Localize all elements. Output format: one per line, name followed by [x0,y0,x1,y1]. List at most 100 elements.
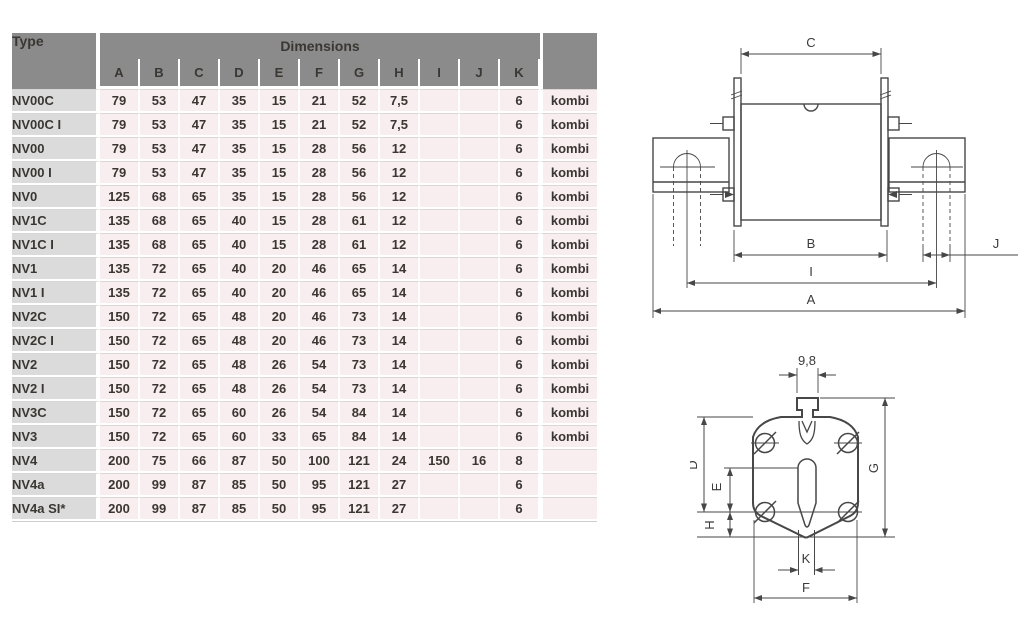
grip-notch [803,103,819,112]
dim-cell-H: 12 [380,233,420,257]
dim-cell-J [460,473,500,497]
dim-cell-C: 65 [180,233,220,257]
dim-cell-A: 200 [100,473,140,497]
dim-cell-F: 46 [300,257,340,281]
dim-label-D: D [690,460,700,469]
kombi-cell [540,497,597,521]
dim-cell-G: 73 [340,353,380,377]
dim-cell-H: 7,5 [380,89,420,113]
dim-cell-B: 53 [140,89,180,113]
dim-cell-A: 200 [100,449,140,473]
dim-cell-G: 65 [340,281,380,305]
dim-cell-B: 53 [140,137,180,161]
dim-cell-I [420,161,460,185]
dim-cell-F: 65 [300,425,340,449]
dim-cell-F: 28 [300,233,340,257]
dim-label-B: B [807,236,816,251]
dim-cell-I [420,473,460,497]
dim-cell-F: 54 [300,401,340,425]
dim-cell-G: 52 [340,113,380,137]
dim-label-I: I [809,264,813,279]
dim-cell-B: 68 [140,185,180,209]
dim-cell-D: 40 [220,281,260,305]
type-cell: NV1C I [12,233,100,257]
dim-cell-J [460,185,500,209]
dim-cell-D: 35 [220,185,260,209]
dim-cell-I [420,353,460,377]
dim-cell-E: 50 [260,497,300,521]
dim-cell-G: 52 [340,89,380,113]
type-cell: NV2C I [12,329,100,353]
tab-arrow-right [888,191,897,198]
dim-cell-K: 6 [500,209,540,233]
dim-cell-D: 40 [220,257,260,281]
dim-cell-H: 27 [380,473,420,497]
dim-cell-C: 65 [180,401,220,425]
dim-cell-K: 6 [500,137,540,161]
dim-cell-E: 50 [260,449,300,473]
col-header-F: F [300,59,340,89]
dim-cell-K: 6 [500,89,540,113]
dim-cell-K: 6 [500,281,540,305]
dim-label-F: F [802,580,810,595]
type-cell: NV3 [12,425,100,449]
dim-cell-H: 14 [380,257,420,281]
dim-cell-D: 48 [220,329,260,353]
col-header-B: B [140,59,180,89]
dim-cell-B: 72 [140,377,180,401]
dim-cell-I [420,425,460,449]
dim-cell-A: 150 [100,425,140,449]
dim-cell-F: 46 [300,329,340,353]
dim-cell-J [460,257,500,281]
dim-cell-I [420,137,460,161]
dim-cell-E: 20 [260,257,300,281]
dim-cell-G: 61 [340,233,380,257]
dim-cell-G: 61 [340,209,380,233]
kombi-cell: kombi [540,281,597,305]
dim-cell-A: 135 [100,281,140,305]
dim-cell-K: 6 [500,185,540,209]
dim-cell-J [460,425,500,449]
dimensions-header: Dimensions [100,33,540,59]
dim-cell-C: 47 [180,137,220,161]
dim-cell-I [420,329,460,353]
type-cell: NV1 [12,257,100,281]
type-cell: NV4a SI* [12,497,100,521]
dim-cell-H: 7,5 [380,113,420,137]
dim-cell-A: 79 [100,161,140,185]
dim-cell-K: 6 [500,353,540,377]
dim-cell-B: 72 [140,329,180,353]
dim-cell-G: 73 [340,305,380,329]
dimension-lines-front [701,372,888,601]
dim-cell-A: 150 [100,353,140,377]
dimension-lines [653,51,1018,314]
dim-cell-I [420,89,460,113]
col-header-I: I [420,59,460,89]
dim-cell-I [420,497,460,521]
type-cell: NV4a [12,473,100,497]
dim-cell-K: 6 [500,377,540,401]
dim-cell-K: 8 [500,449,540,473]
dim-cell-H: 12 [380,209,420,233]
dim-label-A: A [807,292,816,307]
col-header-E: E [260,59,300,89]
dim-cell-F: 54 [300,353,340,377]
dim-cell-C: 65 [180,377,220,401]
type-cell: NV2C [12,305,100,329]
dim-cell-B: 72 [140,305,180,329]
dim-cell-J [460,161,500,185]
dim-cell-G: 121 [340,497,380,521]
col-header-J: J [460,59,500,89]
dim-cell-J: 16 [460,449,500,473]
kombi-cell: kombi [540,305,597,329]
